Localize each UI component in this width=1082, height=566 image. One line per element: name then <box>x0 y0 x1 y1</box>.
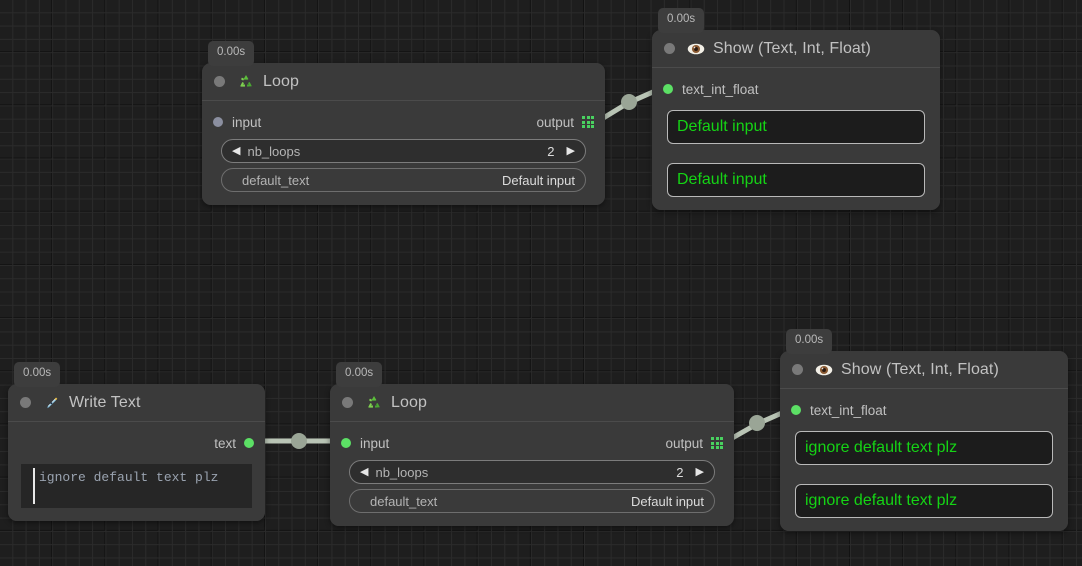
node-title: Write Text <box>69 393 141 411</box>
output-port-label: output <box>536 114 574 130</box>
param-default-text-field[interactable]: default_text Default input <box>349 489 715 513</box>
output-value-box: ignore default text plz <box>795 431 1053 465</box>
node-header[interactable]: Show (Text, Int, Float) <box>780 351 1068 389</box>
grid-icon[interactable] <box>582 116 594 128</box>
output-value-box: Default input <box>667 163 925 197</box>
node-loop-1[interactable]: 0.00s Loop input output <box>202 41 605 205</box>
recycle-icon <box>365 394 383 412</box>
pen-nib-icon <box>43 394 61 412</box>
output-port-label: text <box>214 435 236 451</box>
output-port-label: output <box>665 435 703 451</box>
node-title: Loop <box>263 72 299 90</box>
timer-badge: 0.00s <box>786 329 833 354</box>
node-body: text_int_float Default input Default inp… <box>652 68 940 210</box>
param-name: nb_loops <box>247 143 301 159</box>
output-value-text: ignore default text plz <box>805 492 958 509</box>
output-value-text: Default input <box>677 118 767 135</box>
edge-writetext-loop2[interactable] <box>256 433 341 449</box>
timer-badge: 0.00s <box>208 41 255 66</box>
param-default-text-field[interactable]: default_text Default input <box>221 168 586 192</box>
input-port-label: input <box>232 114 262 130</box>
param-nb-loops-stepper[interactable]: ◀ nb_loops 2 ▶ <box>349 460 715 484</box>
recycle-icon <box>237 73 255 91</box>
input-port-dot[interactable] <box>663 84 673 94</box>
node-body: text_int_float ignore default text plz i… <box>780 389 1068 531</box>
param-value[interactable]: Default input <box>631 493 704 509</box>
eye-icon <box>815 361 833 379</box>
node-loop-2[interactable]: 0.00s Loop input output <box>330 362 734 526</box>
output-value-text: Default input <box>677 171 767 188</box>
text-editor-field[interactable]: ignore default text plz <box>21 464 252 508</box>
collapse-toggle-dot[interactable] <box>20 397 31 408</box>
param-nb-loops-stepper[interactable]: ◀ nb_loops 2 ▶ <box>221 139 586 163</box>
stepper-right-arrow-icon[interactable]: ▶ <box>695 465 704 478</box>
output-value-text: ignore default text plz <box>805 439 958 456</box>
input-port-dot[interactable] <box>213 117 223 127</box>
node-header[interactable]: Write Text <box>8 384 265 422</box>
input-port-label: text_int_float <box>682 81 759 97</box>
port-row: text_int_float <box>663 78 929 100</box>
port-row: input output <box>213 111 594 133</box>
output-value-box: Default input <box>667 110 925 144</box>
node-header[interactable]: Loop <box>330 384 734 422</box>
input-port-dot[interactable] <box>341 438 351 448</box>
collapse-toggle-dot[interactable] <box>664 43 675 54</box>
param-value[interactable]: Default input <box>502 172 575 188</box>
input-port-label: text_int_float <box>810 402 887 418</box>
collapse-toggle-dot[interactable] <box>792 364 803 375</box>
node-header[interactable]: Loop <box>202 63 605 101</box>
output-value-box: ignore default text plz <box>795 484 1053 518</box>
port-row: text <box>19 432 254 454</box>
param-name: default_text <box>370 493 438 509</box>
node-title: Show (Text, Int, Float) <box>841 360 999 378</box>
timer-badge: 0.00s <box>14 362 61 387</box>
input-port-dot[interactable] <box>791 405 801 415</box>
grid-icon[interactable] <box>711 437 723 449</box>
param-name: nb_loops <box>375 464 429 480</box>
collapse-toggle-dot[interactable] <box>342 397 353 408</box>
node-show-2[interactable]: 0.00s Show (Text, Int, Float) text_int_f… <box>780 329 1068 531</box>
eye-icon <box>687 40 705 58</box>
editor-value: ignore default text plz <box>39 470 219 485</box>
param-value[interactable]: 2 <box>676 464 684 480</box>
node-header[interactable]: Show (Text, Int, Float) <box>652 30 940 68</box>
timer-badge: 0.00s <box>658 8 705 33</box>
stepper-left-arrow-icon[interactable]: ◀ <box>232 144 241 157</box>
node-body: text ignore default text plz <box>8 422 265 521</box>
node-body: input output ◀ nb_loops 2 ▶ default_text… <box>202 101 605 205</box>
input-port-label: input <box>360 435 390 451</box>
output-port-dot[interactable] <box>244 438 254 448</box>
port-row: input output <box>341 432 723 454</box>
node-title: Show (Text, Int, Float) <box>713 39 871 57</box>
text-cursor <box>33 468 35 504</box>
collapse-toggle-dot[interactable] <box>214 76 225 87</box>
node-show-1[interactable]: 0.00s Show (Text, Int, Float) text_int_f… <box>652 8 940 210</box>
port-row: text_int_float <box>791 399 1057 421</box>
node-write-text-1[interactable]: 0.00s Write Text text <box>8 362 265 521</box>
timer-badge: 0.00s <box>336 362 383 387</box>
node-body: input output ◀ nb_loops 2 ▶ default_text… <box>330 422 734 526</box>
param-value[interactable]: 2 <box>547 143 555 159</box>
node-title: Loop <box>391 393 427 411</box>
stepper-left-arrow-icon[interactable]: ◀ <box>360 465 369 478</box>
param-name: default_text <box>242 172 310 188</box>
stepper-right-arrow-icon[interactable]: ▶ <box>566 144 575 157</box>
